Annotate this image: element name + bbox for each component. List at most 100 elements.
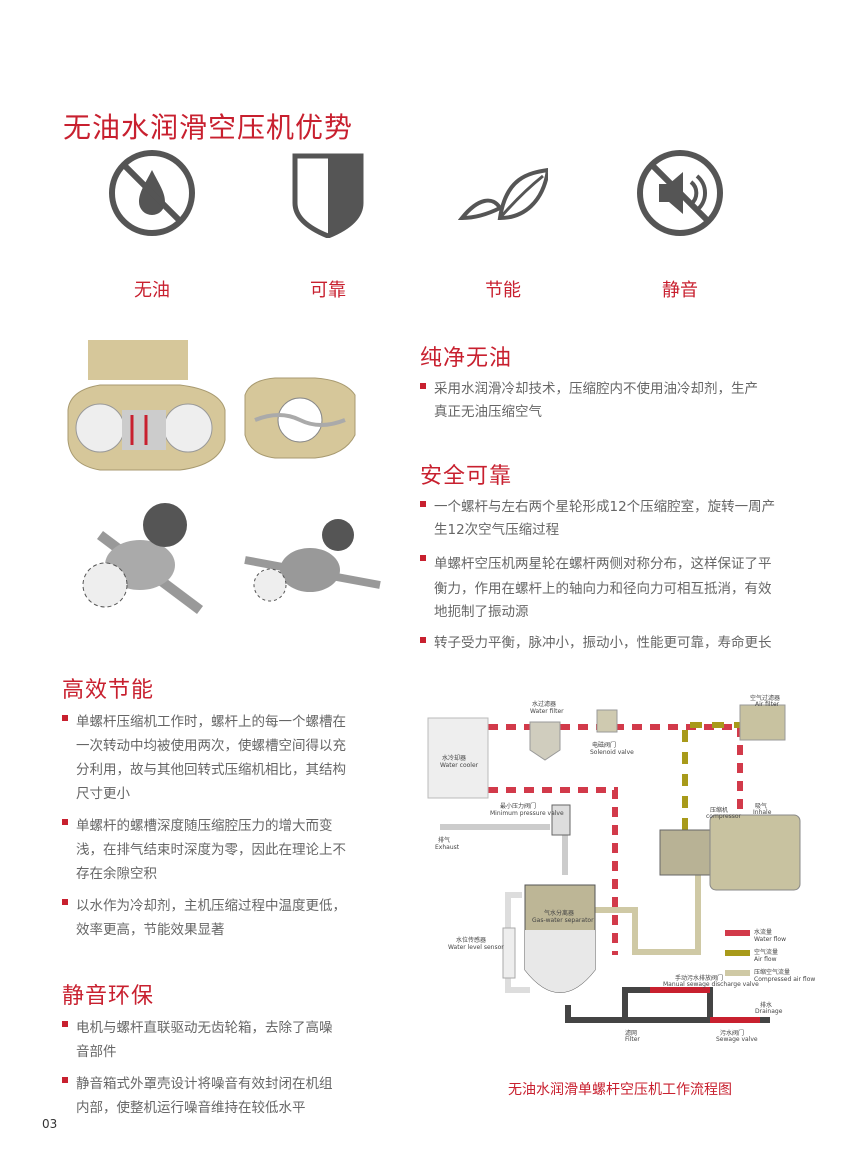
advantage-reliable: 可靠: [273, 148, 383, 302]
text-line: Water cooler: [440, 762, 479, 769]
bullet-item: 电机与螺杆直联驱动无齿轮箱，去除了高噪音部件: [62, 1016, 372, 1064]
text-line: 气水分离器: [544, 909, 574, 917]
advantage-no-oil: 无油: [97, 148, 207, 302]
text-line: 一个螺杆与左右两个星轮形成12个压缩腔室，旋转一周产: [434, 499, 776, 515]
text-line: Air filter: [755, 701, 780, 708]
text-line: 排水: [760, 1001, 772, 1009]
text-line: 真正无油压缩空气: [434, 404, 542, 420]
text-line: Compressed air flow: [754, 976, 815, 983]
mute-icon: [637, 150, 723, 236]
section-heading-quiet: 静音环保: [62, 984, 155, 1009]
text-line: Water level sensor: [448, 944, 504, 951]
shield-icon: [292, 153, 364, 239]
text-line: 水流量: [754, 928, 772, 936]
rotor-section-front: [67, 340, 226, 471]
compressed-pipe: [530, 865, 701, 955]
text-line: 排气: [438, 836, 450, 844]
text-line: 电磁阀门: [592, 741, 616, 749]
text-line: 存在余隙空积: [76, 866, 157, 882]
text-line: 滤网: [625, 1029, 637, 1037]
bullet-item: 一个螺杆与左右两个星轮形成12个压缩腔室，旋转一周产生12次空气压缩过程: [420, 496, 820, 542]
rotor-3d-left: [82, 503, 203, 614]
bullet-item: 单螺杆的螺槽深度随压缩腔压力的增大而变浅，在排气结束时深度为零，因此在理论上不存…: [62, 814, 372, 886]
section-heading-pure: 纯净无油: [420, 346, 513, 371]
advantage-label: 无油: [134, 280, 170, 301]
min-pressure-valve: [551, 804, 571, 836]
text-line: 空气流量: [754, 948, 778, 956]
text-line: Solenoid valve: [590, 749, 634, 756]
text-line: 单螺杆压缩机工作时，螺杆上的每一个螺槽在: [76, 714, 346, 730]
text-line: Water flow: [754, 936, 786, 943]
text-line: Minimum pressure valve: [490, 810, 564, 817]
water-cooler: [427, 717, 489, 799]
text-line: 尺寸更小: [76, 786, 130, 802]
text-line: Water filter: [530, 708, 564, 715]
text-line: 一次转动中均被使用两次，使螺槽空间得以充: [76, 738, 346, 754]
advantage-energy: 节能: [448, 148, 558, 302]
water-pipe-mid: [488, 787, 618, 955]
level-sensor: [502, 927, 516, 979]
text-line: 水冷却器: [442, 754, 466, 762]
text-line: Gas-water separator: [532, 917, 594, 924]
motor: [709, 814, 801, 891]
text-line: 电机与螺杆直联驱动无齿轮箱，去除了高噪: [76, 1020, 333, 1036]
section-heading-efficient: 高效节能: [62, 678, 155, 703]
text-line: 采用水润滑冷却技术，压缩腔内不使用油冷却剂，生产: [434, 381, 758, 397]
text-line: 地扼制了振动源: [434, 604, 529, 620]
rotor-3d-right: [244, 519, 381, 602]
text-line: 手动污水排放阀门: [675, 974, 723, 982]
text-line: Drainage: [755, 1008, 783, 1015]
leaf-icon: [457, 167, 551, 221]
rotor-illustrations: [67, 340, 381, 614]
drain-pipe: [565, 1005, 770, 1023]
page-number: 03: [42, 1117, 58, 1131]
page-title: 无油水润滑空压机优势: [63, 111, 354, 144]
bullet-item: 静音箱式外罩壳设计将噪音有效封闭在机组内部，使整机运行噪音维持在较低水平: [62, 1072, 372, 1120]
text-line: 转子受力平衡，脉冲小，振动小，性能更可靠，寿命更长: [434, 635, 772, 651]
bullet-item: 单螺杆空压机两星轮在螺杆两侧对称分布，这样保证了平衡力，作用在螺杆上的轴向力和径…: [420, 550, 820, 624]
solenoid-valve: [596, 709, 618, 733]
text-line: 静音箱式外罩壳设计将噪音有效封闭在机组: [76, 1076, 333, 1092]
text-line: 生12次空气压缩过程: [434, 522, 560, 538]
text-line: Exhaust: [435, 844, 460, 851]
advantage-label: 静音: [662, 280, 698, 301]
text-line: 单螺杆的螺槽深度随压缩腔压力的增大而变: [76, 818, 333, 834]
advantage-label: 节能: [485, 280, 521, 301]
text-line: 最小压力阀门: [500, 802, 536, 810]
air-pipe: [682, 722, 740, 830]
bullet-item: 转子受力平衡，脉冲小，振动小，性能更可靠，寿命更长: [420, 632, 820, 655]
text-line: Air flow: [754, 956, 777, 963]
text-line: 吸气: [755, 802, 767, 810]
text-line: 水位传感器: [456, 936, 486, 944]
bullet-item: 以水作为冷却剂，主机压缩过程中温度更低， 效率更高，节能效果显著: [62, 894, 372, 942]
compressor-head: [659, 829, 716, 876]
section-heading-safe: 安全可靠: [420, 464, 513, 489]
no-oil-icon: [109, 150, 195, 236]
text-line: 分利用，故与其他回转式压缩机相比，其结构: [76, 762, 346, 778]
air-filter: [739, 704, 786, 741]
section-pure-safe: 纯净无油 采用水润滑冷却技术，压缩腔内不使用油冷却剂，生产真正无油压缩空气 安全…: [420, 340, 820, 663]
text-line: Manual sewage discharge valve: [663, 981, 759, 988]
text-line: 单螺杆空压机两星轮在螺杆两侧对称分布，这样保证了平: [434, 556, 772, 572]
bullet-item: 单螺杆压缩机工作时，螺杆上的每一个螺槽在一次转动中均被使用两次，使螺槽空间得以充…: [62, 710, 372, 806]
text-line: 内部，使整机运行噪音维持在较低水平: [76, 1100, 306, 1116]
advantage-quiet: 静音: [625, 148, 735, 302]
bullet-item: 采用水润滑冷却技术，压缩腔内不使用油冷却剂，生产真正无油压缩空气: [420, 378, 820, 424]
text-line: 浅，在排气结束时深度为零，因此在理论上不: [76, 842, 346, 858]
text-line: 衡力，作用在螺杆上的轴向力和径向力可相互抵消，有效: [434, 581, 772, 597]
advantage-label: 可靠: [310, 280, 346, 301]
text-line: 压缩机: [710, 806, 728, 814]
text-line: Sewage valve: [716, 1036, 758, 1043]
rotor-section-side: [244, 377, 356, 459]
text-line: Filter: [625, 1036, 640, 1043]
text-line: 效率更高，节能效果显著: [76, 922, 225, 938]
text-line: compressor: [706, 813, 742, 820]
sensor-pipe: [505, 892, 530, 993]
diagram-caption: 无油水润滑单螺杆空压机工作流程图: [508, 1082, 732, 1098]
section-efficient-quiet: 高效节能 单螺杆压缩机工作时，螺杆上的每一个螺槽在一次转动中均被使用两次，使螺槽…: [62, 672, 372, 1128]
text-line: 以水作为冷却剂，主机压缩过程中温度更低，: [76, 898, 346, 914]
text-line: 音部件: [76, 1044, 117, 1060]
text-line: 污水阀门: [720, 1029, 744, 1037]
